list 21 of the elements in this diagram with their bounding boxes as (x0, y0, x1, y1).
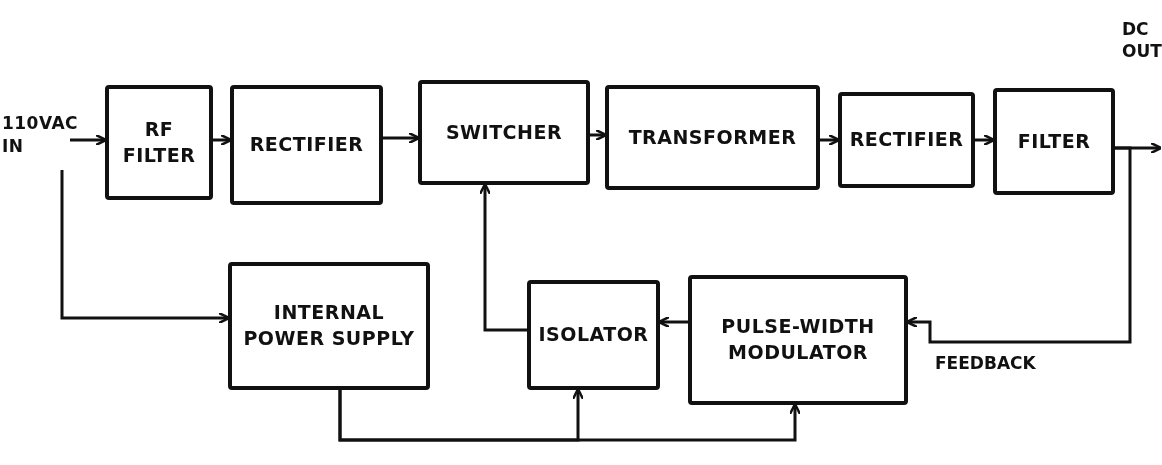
process-box (688, 275, 908, 405)
box-label: INTERNAL POWER SUPPLY (242, 300, 416, 351)
box-label: TRANSFORMER (628, 124, 797, 150)
arrow (338, 390, 802, 442)
process-box (105, 85, 213, 200)
box-label: ISOLATOR (538, 322, 649, 348)
process-box (605, 85, 820, 190)
arrow (478, 182, 527, 332)
process-box (418, 80, 590, 185)
box-label: SWITCHER (445, 119, 563, 145)
box-label: RECTIFIER (249, 132, 364, 158)
box-label: PULSE-WIDTH MODULATOR (720, 314, 876, 365)
process-box (228, 262, 430, 390)
process-box (230, 85, 383, 205)
process-box (993, 88, 1115, 195)
box-label: RECTIFIER (849, 127, 964, 153)
box-label: RF FILTER (121, 116, 197, 168)
input-label: 110VAC IN (1, 112, 79, 158)
box-label: FILTER (1017, 128, 1091, 154)
process-box (527, 280, 660, 390)
process-box (838, 92, 975, 188)
